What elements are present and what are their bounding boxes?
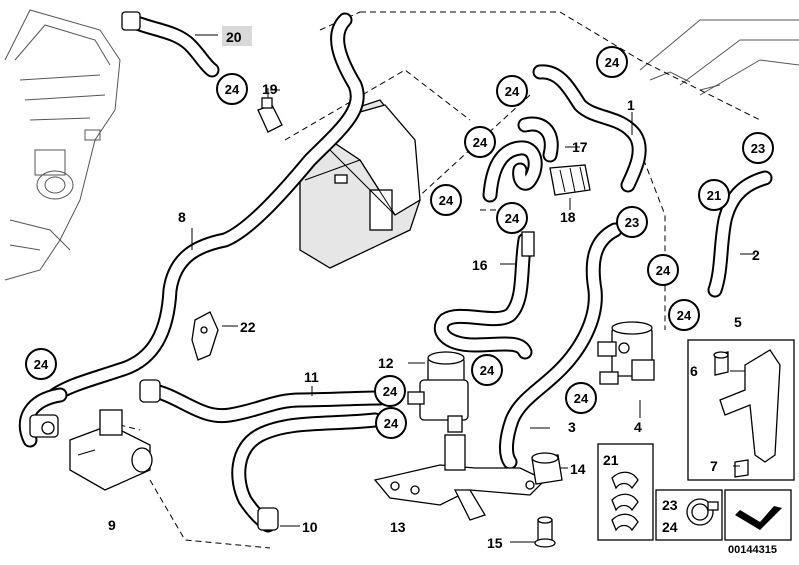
- circle-24-h: 24: [668, 299, 700, 331]
- engine-block-sketch: [4, 9, 121, 281]
- circle-21-a: 21: [698, 179, 730, 211]
- label-9: 9: [108, 517, 116, 533]
- hose-17: [482, 116, 559, 203]
- legend-box-23-24: [655, 489, 723, 541]
- label-17: 17: [572, 139, 588, 155]
- legend-21-label: 21: [603, 452, 619, 468]
- label-2: 2: [752, 247, 760, 263]
- legend-24-label: 24: [662, 519, 678, 535]
- svg-text:21: 21: [707, 188, 721, 203]
- svg-text:24: 24: [384, 416, 399, 431]
- svg-text:24: 24: [473, 135, 488, 150]
- mount-14: [531, 452, 563, 485]
- label-13: 13: [390, 519, 406, 535]
- circle-24-d: 24: [464, 126, 496, 158]
- circle-24-m: 24: [565, 382, 597, 414]
- hose-3: [499, 222, 623, 470]
- legend-box-21: [597, 443, 654, 541]
- svg-text:24: 24: [439, 193, 454, 208]
- circle-24-b: 24: [496, 75, 528, 107]
- label-20-highlight: [222, 26, 252, 46]
- circle-24-c: 24: [596, 46, 628, 78]
- fitting-left: [18, 387, 68, 448]
- circle-23-a: 23: [742, 132, 774, 164]
- body-sketch: [639, 19, 799, 96]
- label-22: 22: [240, 319, 256, 335]
- check-valve-19: [257, 88, 283, 133]
- grommet-18: [549, 164, 591, 196]
- legend-23-label: 23: [662, 497, 678, 513]
- circle-24-f: 24: [496, 202, 528, 234]
- circle-24-a: 24: [216, 73, 248, 105]
- legend-labels: 21 23 24: [603, 452, 678, 535]
- circle-24-e: 24: [430, 184, 462, 216]
- circle-23-b: 23: [616, 206, 648, 238]
- circled-labels-24: 24 24 24 24 24 24 24 24 24 24 24 24 24: [25, 46, 700, 439]
- svg-text:24: 24: [505, 84, 520, 99]
- bracket-13: [373, 434, 547, 521]
- label-1: 1: [627, 97, 635, 113]
- label-4: 4: [634, 419, 642, 435]
- hose-20: [121, 11, 220, 78]
- hose-8: [47, 12, 365, 403]
- valve-4: [597, 321, 655, 385]
- label-8: 8: [178, 209, 186, 225]
- label-14: 14: [570, 461, 586, 477]
- svg-text:24: 24: [677, 308, 692, 323]
- svg-text:24: 24: [383, 384, 398, 399]
- label-19: 19: [262, 81, 278, 97]
- svg-text:23: 23: [625, 215, 639, 230]
- label-3: 3: [568, 419, 576, 435]
- hose-11: [139, 379, 388, 424]
- svg-text:24: 24: [605, 55, 620, 70]
- circled-labels-23-21: 23 23 21: [616, 132, 774, 238]
- label-5: 5: [734, 314, 742, 330]
- hose-10: [231, 412, 383, 533]
- label-12: 12: [378, 355, 394, 371]
- label-11: 11: [304, 369, 319, 385]
- hose-1: [532, 64, 647, 193]
- svg-text:24: 24: [505, 211, 520, 226]
- legend-box-arrow: [724, 489, 792, 541]
- svg-text:23: 23: [751, 141, 765, 156]
- label-18: 18: [560, 209, 576, 225]
- label-20: 20: [226, 29, 242, 45]
- svg-text:24: 24: [656, 263, 671, 278]
- pump-9: [69, 409, 153, 491]
- valve-12: [407, 351, 469, 433]
- label-7: 7: [710, 458, 718, 474]
- svg-text:24: 24: [34, 357, 49, 372]
- hose-16: [433, 231, 535, 360]
- svg-text:24: 24: [574, 391, 589, 406]
- leader-lines: [191, 34, 755, 543]
- svg-text:24: 24: [225, 82, 240, 97]
- bracket-22: [191, 311, 219, 361]
- circle-24-l: 24: [375, 407, 407, 439]
- label-10: 10: [302, 519, 318, 535]
- label-6: 6: [690, 363, 698, 379]
- circle-24-k: 24: [374, 375, 406, 407]
- svg-text:24: 24: [480, 363, 495, 378]
- detail-box-5: [687, 339, 795, 481]
- hose-2: [707, 170, 773, 298]
- label-15: 15: [487, 535, 503, 551]
- diagram-id: 00144315: [728, 544, 777, 556]
- label-16: 16: [472, 257, 488, 273]
- circle-24-j: 24: [471, 354, 503, 386]
- auxiliary-heater-unit: [299, 99, 421, 269]
- pin-15: [534, 516, 556, 548]
- circle-24-i: 24: [25, 348, 57, 380]
- part-number-labels: 20 19 8 22 1 2 17 18 16 12 11 5 6 7 3 4 …: [108, 26, 760, 551]
- circle-24-g: 24: [647, 254, 679, 286]
